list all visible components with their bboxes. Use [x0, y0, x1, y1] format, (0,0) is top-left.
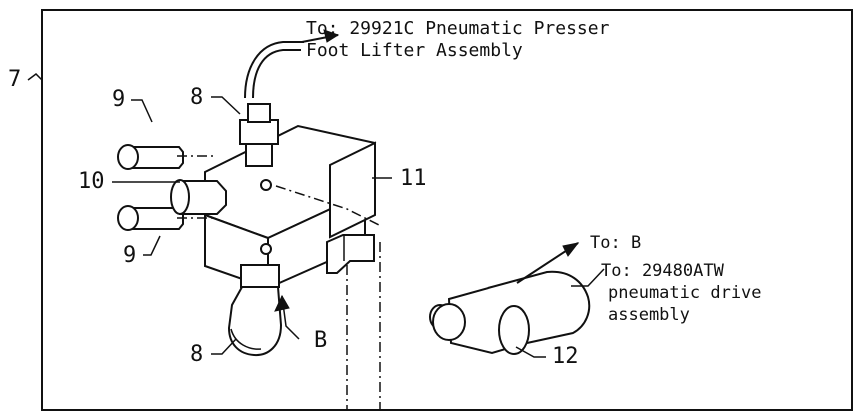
valve-port-upper [260, 179, 272, 191]
right-note-line2: pneumatic drive [608, 283, 762, 303]
arrow-B [274, 294, 290, 312]
label-7: 7 [8, 67, 21, 92]
small-fitting-end [432, 303, 466, 341]
label-10: 10 [78, 169, 105, 194]
bolt-upper-head [117, 144, 139, 170]
arrow-to-b-head [562, 242, 580, 257]
right-note-line1: To: 29480ATW [601, 261, 725, 281]
label-12: 12 [552, 344, 579, 369]
label-8-top: 8 [190, 85, 203, 110]
label-9-bottom: 9 [123, 243, 136, 268]
label-9-top: 9 [112, 87, 125, 112]
side-pipe [326, 234, 375, 274]
bolt-lower-head [117, 205, 139, 231]
top-stem [247, 103, 271, 123]
diagram-frame [41, 9, 853, 411]
top-elbow-outer [244, 41, 304, 99]
label-to-b: To: B [590, 233, 641, 253]
cylinder-10-end [170, 179, 190, 215]
leader-8-top [211, 96, 241, 115]
label-B: B [314, 328, 327, 353]
top-elbow-fitting [252, 49, 301, 99]
leader-7 [27, 73, 43, 81]
small-fitting-pipe [487, 270, 591, 344]
bottom-nut [240, 264, 280, 288]
valve-port-lower [260, 243, 272, 255]
right-note-line3: assembly [608, 305, 690, 325]
leader-12 [515, 346, 546, 358]
top-note-line1: To: 29921C Pneumatic Presser [306, 18, 610, 39]
label-11: 11 [400, 166, 427, 191]
top-neck [245, 143, 273, 167]
top-arrow-head [323, 29, 340, 43]
top-nut [239, 119, 279, 145]
bottom-elbow [227, 286, 283, 357]
top-note-line2: Foot Lifter Assembly [306, 40, 523, 61]
leader-8-bottom [211, 338, 237, 355]
small-fitting-union [498, 305, 530, 355]
label-8-bottom: 8 [190, 342, 203, 367]
bottom-elbow-contour [230, 328, 262, 350]
leader-9-bottom [143, 235, 161, 256]
leader-9-top [131, 99, 153, 123]
dash-3 [275, 185, 382, 227]
valve-side-block [329, 141, 376, 239]
leader-right-note [571, 268, 605, 287]
